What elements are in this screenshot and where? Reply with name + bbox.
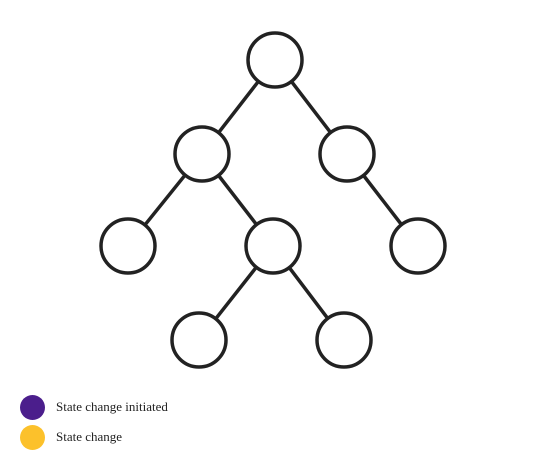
legend-item-state-change-initiated: State change initiated [20,394,168,420]
edge-l2-left-right-l3-left [213,265,259,321]
tree-node-l1-right [318,125,376,183]
edge-root-l1-left [216,79,261,135]
tree-node-l3-left [170,311,228,369]
tree-node-l1-left [173,125,231,183]
state-change-initiated-swatch [20,394,45,420]
tree-node-root [246,31,304,89]
tree-node-l2-left-left [99,217,157,275]
edge-root-l1-right [289,79,333,135]
tree-node-l2-left-right [244,217,302,275]
state-change-swatch [20,424,45,450]
legend-label: State change initiated [56,399,168,414]
edge-l1-left-l2-left-left [143,173,187,227]
legend-item-state-change: State change [20,424,168,450]
legend: State change initiated State change [20,394,168,454]
tree-node-l3-right [315,311,373,369]
edge-l1-right-l2-right-right [361,173,404,227]
edge-l2-left-right-l3-right [287,265,330,321]
legend-label: State change [56,429,123,444]
edge-l1-left-l2-left-right [216,173,259,227]
tree-node-l2-right-right [389,217,447,275]
